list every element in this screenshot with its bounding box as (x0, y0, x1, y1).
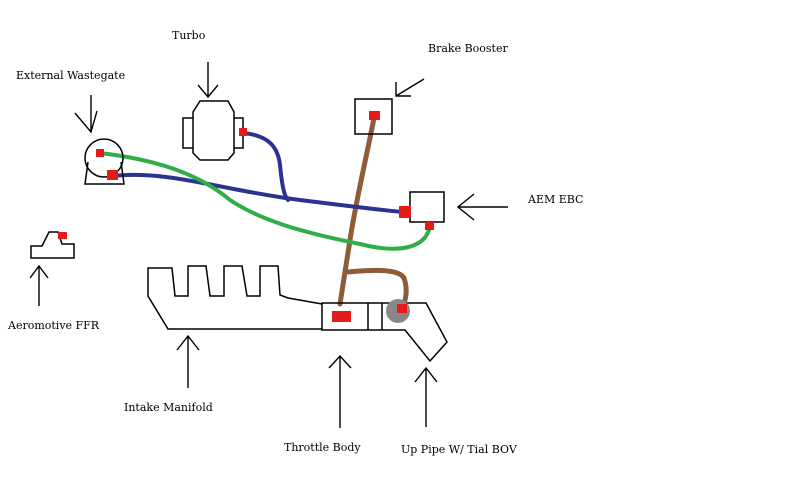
up-pipe-icon (368, 302, 448, 363)
aem-ebc-icon (409, 191, 445, 223)
aeromotive-ffr-arrow (29, 264, 49, 306)
green-vacuum-line (98, 151, 432, 251)
brake-booster-arrow (395, 78, 425, 97)
aeromotive-ffr-icon (30, 231, 75, 259)
intake-manifold-label: Intake Manifold (124, 401, 213, 414)
throttle-body-arrow (328, 354, 352, 428)
turbo-icon (192, 100, 235, 161)
up-pipe-arrow (414, 366, 438, 427)
ffr-port (58, 232, 67, 239)
aeromotive-ffr-label: Aeromotive FFR (8, 319, 100, 332)
wastegate-icon (84, 138, 124, 178)
brown-vacuum-line (337, 115, 377, 307)
wastegate-body (84, 161, 125, 185)
turbo-port (239, 128, 247, 136)
throttle-body-icon (321, 302, 369, 331)
wastegate-port-upper (96, 149, 104, 157)
up-pipe-label: Up Pipe W/ Tial BOV (401, 443, 517, 456)
throttle-body-label: Throttle Body (284, 441, 361, 454)
intake-manifold-outline (147, 265, 323, 330)
intake-manifold-arrow (176, 334, 200, 388)
blue-vacuum-line-wastegate (110, 172, 404, 214)
aem-ebc-arrow (456, 193, 508, 221)
ebc-port-blue (399, 206, 411, 218)
brown-vacuum-line-bov-branch (345, 267, 409, 311)
aem-ebc-label: AEM EBC (528, 193, 584, 206)
external-wastegate-label: External Wastegate (16, 69, 126, 82)
bov-port (397, 304, 407, 313)
turbo-label: Turbo (172, 29, 206, 42)
turbo-left-cap (182, 117, 193, 149)
brake-booster-label: Brake Booster (428, 42, 508, 55)
blue-vacuum-line-turbo (242, 131, 290, 202)
wastegate-arrow (74, 95, 98, 134)
brake-booster-port (369, 111, 380, 120)
ebc-port-green (425, 222, 434, 230)
brake-booster-icon (354, 98, 393, 135)
throttle-body-port (332, 311, 351, 322)
wastegate-port-lower (107, 170, 118, 180)
turbo-arrow (197, 62, 219, 99)
